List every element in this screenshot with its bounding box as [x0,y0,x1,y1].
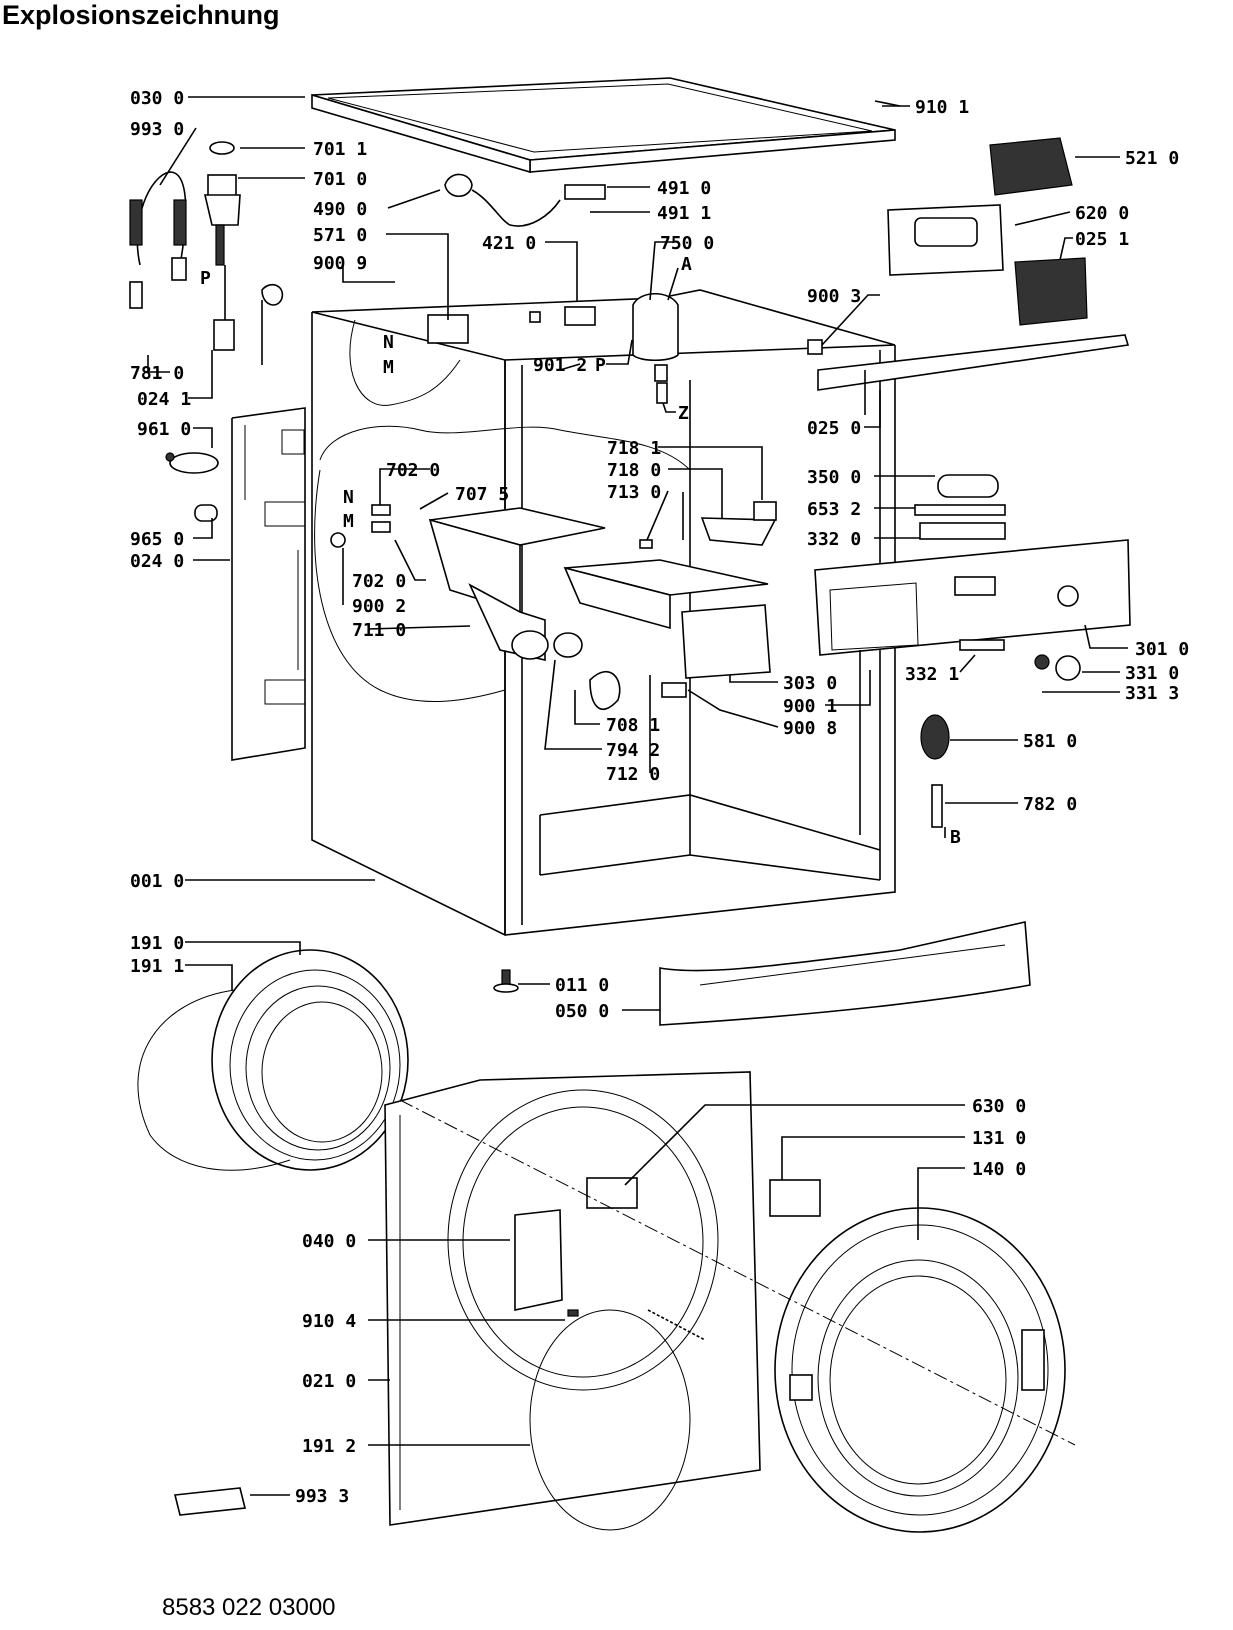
callout-label: 653 2 [807,499,861,520]
callout-label: 191 2 [302,1436,356,1457]
callout-label: 708 1 [606,715,660,736]
callout-label: N [343,487,354,508]
callout-label: 040 0 [302,1231,356,1252]
callout-label: 900 9 [313,253,367,274]
leader-lines [147,96,1128,1496]
rear-panel [231,407,306,761]
callout-label: 025 1 [1075,229,1129,250]
callout-label: 712 0 [606,764,660,785]
callout-label: 001 0 [130,871,184,892]
callout-label: 521 0 [1125,148,1179,169]
callout-label: 718 0 [607,460,661,481]
callout-label: 191 1 [130,956,184,977]
front-panel [174,1071,821,1531]
callout-label: 993 0 [130,119,184,140]
callout-label: 620 0 [1075,203,1129,224]
callout-label: 965 0 [130,529,184,550]
callout-label: 191 0 [130,933,184,954]
callout-label: M [383,357,394,378]
callout-labels: 030 0 993 0 701 1 701 0 490 0 571 0 900 … [130,88,1189,1507]
callout-label: 707 5 [455,484,509,505]
electronics-module [807,100,1130,415]
callout-label: 050 0 [555,1001,609,1022]
dispenser-assembly [330,492,777,711]
callout-label: 024 1 [137,389,191,410]
inlet-valve [203,141,284,365]
callout-label: N [383,332,394,353]
callout-label: 571 0 [313,225,367,246]
callout-label: B [950,827,961,848]
callout-label: 910 4 [302,1311,356,1332]
door-frame [774,1207,1066,1533]
callout-label: 900 8 [783,718,837,739]
callout-label: Z [678,403,689,424]
door-assembly [137,949,409,1171]
plinth [493,921,1031,1026]
callout-label: A [681,254,692,275]
callout-label: 131 0 [972,1128,1026,1149]
callout-label: 702 0 [352,571,406,592]
callout-label: M [343,511,354,532]
callout-label: 702 0 [386,460,440,481]
callout-label: 961 0 [137,419,191,440]
callout-label: 711 0 [352,620,406,641]
pressure-switch [859,650,950,835]
top-lid [311,77,896,174]
callout-label: 910 1 [915,97,969,118]
callout-label: 718 1 [607,438,661,459]
inlet-hose [129,171,187,309]
callout-label: 491 1 [657,203,711,224]
callout-label: 332 1 [905,664,959,685]
callout-label: 021 0 [302,1371,356,1392]
callout-label: 900 2 [352,596,406,617]
callout-label: 901 2 [533,355,587,376]
wiring-top [427,173,606,344]
callout-label: P [200,268,211,289]
callout-label: P [595,355,606,376]
callout-label: 331 0 [1125,663,1179,684]
callout-label: 781 0 [130,363,184,384]
control-panel [814,474,1131,681]
callout-label: 350 0 [807,467,861,488]
callout-label: 421 0 [482,233,536,254]
callout-label: 025 0 [807,418,861,439]
door-axis-line [399,1099,1076,1446]
callout-label: 140 0 [972,1159,1026,1180]
callout-label: 303 0 [783,673,837,694]
callout-label: 332 0 [807,529,861,550]
callout-label: 581 0 [1023,731,1077,752]
callout-label: 490 0 [313,199,367,220]
callout-label: 701 1 [313,139,367,160]
callout-label: 011 0 [555,975,609,996]
callout-label: 701 0 [313,169,367,190]
callout-label: 024 0 [130,551,184,572]
suppressor-filter [632,292,679,404]
door-seal-spring [165,452,219,522]
callout-label: 750 0 [660,233,714,254]
callout-label: 331 3 [1125,683,1179,704]
callout-label: 794 2 [606,740,660,761]
callout-label: 491 0 [657,178,711,199]
callout-label: 030 0 [130,88,184,109]
callout-label: 713 0 [607,482,661,503]
callout-label: 993 3 [295,1486,349,1507]
callout-label: 782 0 [1023,794,1077,815]
callout-label: 301 0 [1135,639,1189,660]
callout-label: 900 1 [783,696,837,717]
callout-label: 900 3 [807,286,861,307]
document-number: 8583 022 03000 [162,1594,336,1621]
callout-label: 630 0 [972,1096,1026,1117]
diagram-title: Explosionszeichnung [2,0,280,30]
